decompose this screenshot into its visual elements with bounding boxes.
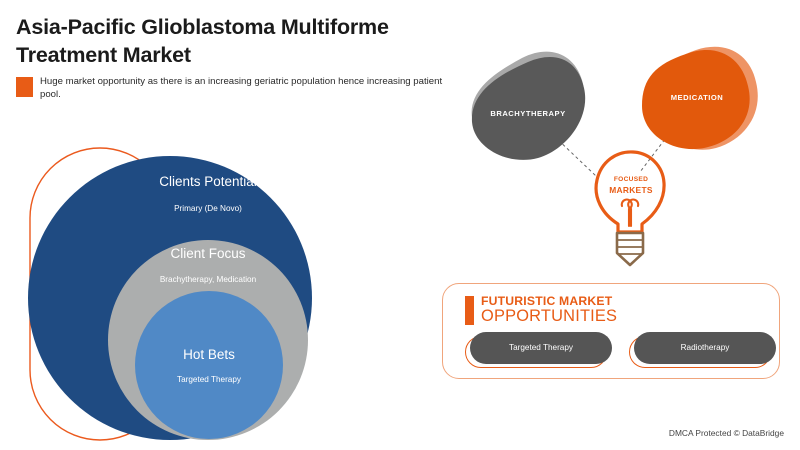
medication-label: MEDICATION	[671, 93, 724, 102]
opportunities-header: FUTURISTIC MARKET OPPORTUNITIES	[465, 295, 779, 326]
connector-brachytherapy-to-bulb	[553, 135, 597, 177]
lightbulb-label-line1: FOCUSED	[614, 176, 648, 183]
pill-body[interactable]: Radiotherapy	[634, 331, 776, 364]
venn-label-client-focus-title: Client Focus	[170, 246, 245, 261]
venn-label-hot-bets-title: Hot Bets	[183, 347, 235, 362]
opportunities-pill-list: Targeted Therapy Radiotherapy	[465, 331, 779, 368]
subtitle-row: Huge market opportunity as there is an i…	[16, 76, 486, 102]
nested-circles-diagram: Clients Potential Primary (De Novo) Clie…	[22, 140, 362, 450]
brachytherapy-blob[interactable]	[471, 57, 586, 160]
venn-label-clients-potential-subtitle: Primary (De Novo)	[174, 204, 242, 213]
opportunities-accent-bar	[465, 296, 474, 325]
pill-label: Radiotherapy	[680, 343, 730, 353]
page-title: Asia-Pacific Glioblastoma Multiforme Tre…	[16, 15, 389, 67]
pill-targeted-therapy[interactable]: Targeted Therapy	[465, 331, 612, 368]
lightbulb-label-line2: MARKETS	[609, 185, 653, 195]
pill-radiotherapy[interactable]: Radiotherapy	[629, 331, 776, 368]
subtitle-bullet-marker	[16, 77, 33, 98]
lightbulb-icon[interactable]: FOCUSED MARKETS	[594, 150, 666, 267]
lightbulb-filament	[620, 198, 640, 228]
opportunities-titles: FUTURISTIC MARKET OPPORTUNITIES	[481, 295, 617, 326]
venn-label-hot-bets-subtitle: Targeted Therapy	[177, 375, 242, 384]
venn-ring-hot-bets[interactable]	[135, 291, 283, 439]
opportunities-title-line2: OPPORTUNITIES	[481, 307, 618, 326]
pill-label: Targeted Therapy	[508, 343, 574, 353]
footer-copyright: DMCA Protected © DataBridge	[668, 428, 784, 438]
lightbulb-base	[615, 231, 645, 267]
opportunities-title-line1: FUTURISTIC MARKET	[481, 294, 613, 308]
header: Asia-Pacific Glioblastoma Multiforme Tre…	[16, 14, 486, 102]
venn-label-clients-potential-title: Clients Potential	[159, 174, 257, 189]
focused-markets-diagram: BRACHYTHERAPY MEDICATION FOCUSED MARKETS	[450, 36, 800, 271]
lightbulb-glass	[594, 150, 666, 234]
futuristic-market-opportunities-panel: FUTURISTIC MARKET OPPORTUNITIES Targeted…	[442, 283, 780, 379]
brachytherapy-label: BRACHYTHERAPY	[490, 109, 565, 118]
subtitle-text: Huge market opportunity as there is an i…	[40, 76, 443, 100]
medication-blob[interactable]	[642, 49, 750, 150]
pill-body[interactable]: Targeted Therapy	[470, 331, 612, 364]
venn-label-client-focus-subtitle: Brachytherapy, Medication	[160, 275, 257, 284]
